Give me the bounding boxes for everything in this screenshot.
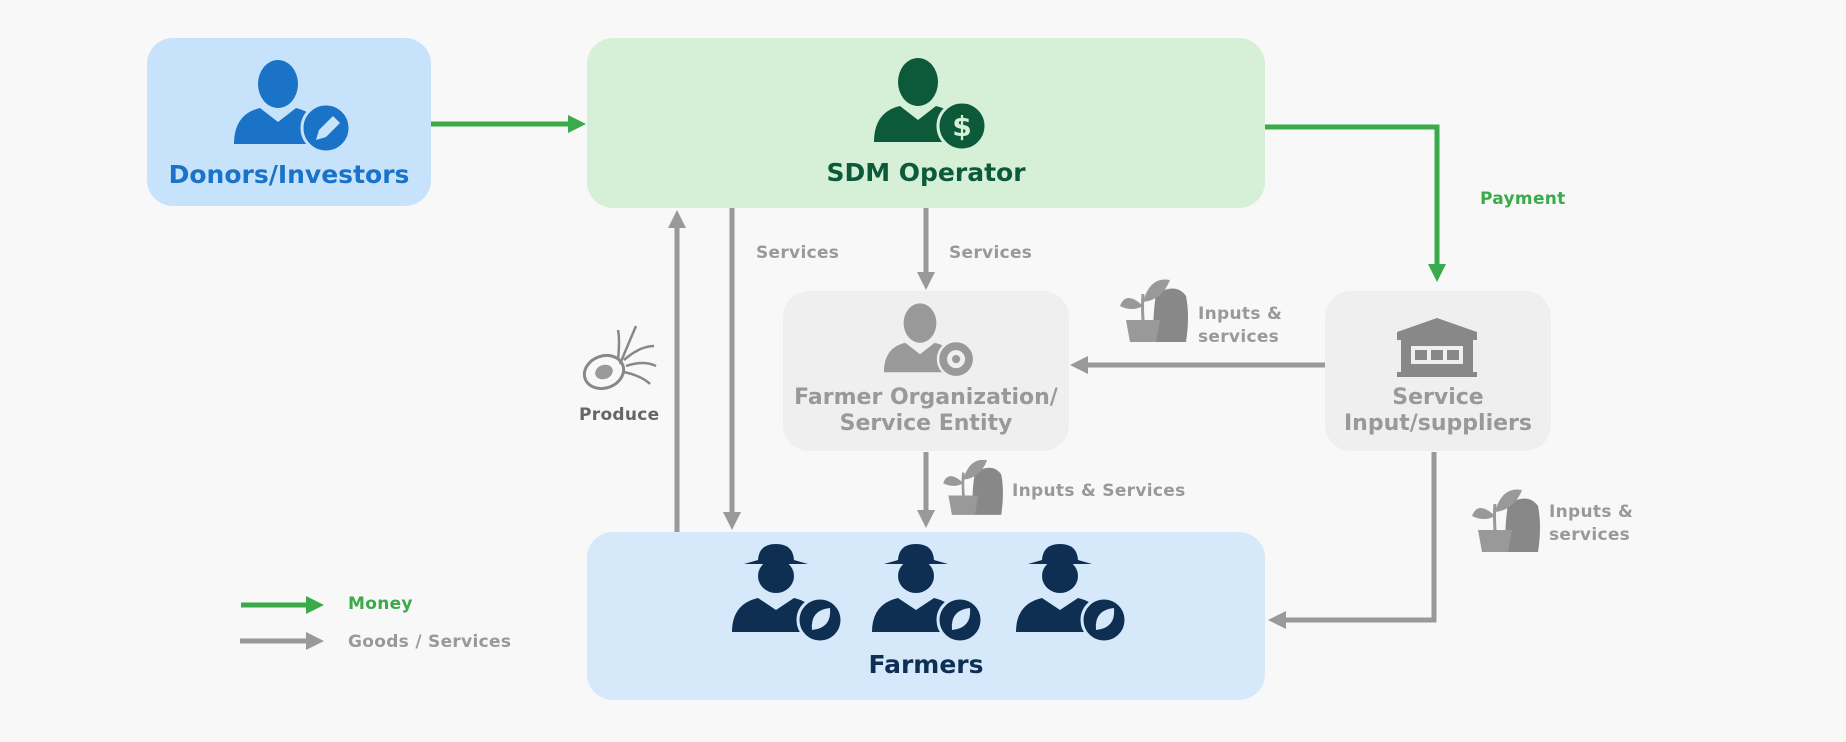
farmers-label: Farmers xyxy=(868,650,984,679)
inputs-services-mid-label: Inputs & Services xyxy=(1012,481,1186,501)
payment-label: Payment xyxy=(1480,189,1566,209)
svg-text:$: $ xyxy=(952,110,971,143)
arrow-sdm-to-farmers-services xyxy=(723,208,741,530)
farmer-leaf-icon xyxy=(872,544,984,644)
inputs-services-right-line1: Inputs & xyxy=(1549,502,1634,522)
arrow-farmer-org-to-farmers xyxy=(917,452,935,528)
plant-sack-icon xyxy=(1470,487,1542,554)
palm-fruit-icon xyxy=(582,325,657,391)
person-gear-icon xyxy=(883,303,976,379)
legend-goods-arrow xyxy=(240,632,324,650)
inputs-services-right-line2: services xyxy=(1549,525,1631,545)
donors-investors-label: Donors/Investors xyxy=(168,160,410,189)
farmer-organization-label-line1: Farmer Organization/ xyxy=(794,385,1058,410)
person-dollar-icon: $ xyxy=(874,58,988,152)
arrow-suppliers-to-farmers xyxy=(1268,452,1437,629)
arrow-farmers-to-sdm-produce xyxy=(668,210,686,532)
plant-sack-icon xyxy=(1118,277,1190,344)
services-label-mid: Services xyxy=(949,243,1033,263)
legend-money-label: Money xyxy=(348,594,413,614)
service-suppliers-node: Service Input/suppliers xyxy=(1325,291,1551,451)
legend-goods-label: Goods / Services xyxy=(348,632,512,652)
arrow-sdm-to-suppliers-payment xyxy=(1265,124,1446,282)
services-label-left: Services xyxy=(756,243,840,263)
plant-sack-icon xyxy=(941,458,1005,517)
farmer-leaf-icon xyxy=(1016,544,1128,644)
service-suppliers-label-line1: Service xyxy=(1392,385,1484,410)
arrow-donors-to-sdm xyxy=(431,115,586,133)
sdm-operator-node: SDM Operator xyxy=(587,38,1265,208)
farmer-leaf-icon xyxy=(732,544,844,644)
produce-label: Produce xyxy=(579,405,660,425)
legend-money-arrow xyxy=(241,596,324,614)
arrow-sdm-to-farmer-org-services xyxy=(917,208,935,290)
warehouse-icon xyxy=(1397,318,1477,377)
inputs-services-top-line1: Inputs & xyxy=(1198,304,1283,324)
person-pencil-icon xyxy=(234,60,352,154)
sdm-operator-label: SDM Operator xyxy=(826,158,1026,187)
service-suppliers-label-line2: Input/suppliers xyxy=(1343,411,1532,436)
farmer-organization-label-line2: Service Entity xyxy=(839,411,1013,436)
arrow-suppliers-to-farmer-org xyxy=(1070,356,1325,374)
inputs-services-top-line2: services xyxy=(1198,327,1280,347)
